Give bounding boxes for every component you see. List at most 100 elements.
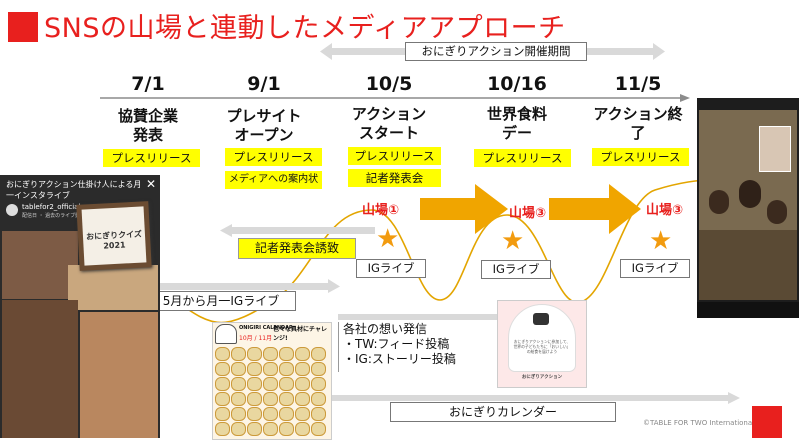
close-icon: ✕ <box>146 177 157 191</box>
media-invitation-badge: メディアへの案内状 <box>225 171 322 189</box>
press-release-badge: プレスリリース <box>474 149 571 167</box>
instagram-headline: おにぎりアクション仕掛け人による月一インスタライブ <box>6 180 142 200</box>
timeline-arrow <box>100 94 690 102</box>
orange-arrow-1 <box>420 184 508 234</box>
page-title: SNSの山場と連動したメディアアプローチ <box>44 13 566 44</box>
onigiri-sticker-icon <box>215 407 230 421</box>
corner-marker <box>752 406 782 438</box>
press-release-badge: プレスリリース <box>348 147 441 165</box>
calendar-subheading: 色々な具材にチャレンジ! <box>273 326 327 342</box>
onigiri-sticker-icon <box>311 377 326 391</box>
onigiri-sticker-icon <box>311 347 326 361</box>
onigiri-sticker-icon <box>295 347 310 361</box>
ig-live-label: IGライブ <box>481 260 551 279</box>
monthly-live-label: 5月から月一IGライブ <box>146 291 296 311</box>
press-release-badge: プレスリリース <box>592 148 689 166</box>
quiz-card: おにぎりクイズ 2021 <box>76 201 152 271</box>
avatar <box>6 204 18 216</box>
date-label: 10/16 <box>487 73 547 95</box>
event-label: アクション終 了 <box>593 105 683 142</box>
phone-nav-bar <box>697 302 799 318</box>
message-line: ・TW:フィード投稿 <box>343 337 450 351</box>
quiz-year: 2021 <box>103 240 126 251</box>
onigiri-sticker-icon <box>247 422 262 436</box>
onigiri-sticker-icon <box>295 407 310 421</box>
onigiri-sticker-icon <box>279 392 294 406</box>
onigiri-sticker-icon <box>247 392 262 406</box>
host-photo <box>2 231 78 299</box>
onigiri-sticker-icon <box>295 377 310 391</box>
onigiri-sticker-icon <box>279 407 294 421</box>
onigiri-sticker-icon <box>279 347 294 361</box>
host-photo <box>2 300 78 438</box>
press-release-badge: プレスリリース <box>225 148 322 166</box>
onigiri-sticker-icon <box>215 392 230 406</box>
onigiri-sticker-icon <box>231 362 246 376</box>
calendar-heading: ONIGIRI CALENDAR <box>239 325 293 331</box>
onigiri-calendar-image: ONIGIRI CALENDAR 色々な具材にチャレンジ! 10月 / 11月 <box>212 322 332 440</box>
onigiri-sticker-icon <box>231 392 246 406</box>
star-icon: ★ <box>501 226 525 256</box>
onigiri-sticker-icon <box>263 407 278 421</box>
onigiri-sticker-icon <box>263 422 278 436</box>
press-invite-label: 記者発表会誘致 <box>238 238 356 259</box>
orange-arrow-2 <box>549 184 641 234</box>
nori-icon <box>533 313 549 325</box>
calendar-months: 10月 / 11月 <box>239 335 273 342</box>
calendar-label: おにぎりカレンダー <box>390 402 616 422</box>
calendar-grid <box>215 347 329 437</box>
press-release-badge: プレスリリース <box>103 149 200 167</box>
onigiri-sticker-icon <box>295 422 310 436</box>
onigiri-sticker-icon <box>263 347 278 361</box>
onigiri-sticker-icon <box>247 377 262 391</box>
peak-label: 山場③ <box>646 203 684 218</box>
date-label: 10/5 <box>365 73 413 95</box>
onigiri-sticker-icon <box>279 377 294 391</box>
onigiri-sticker-icon <box>215 347 230 361</box>
onigiri-sticker-icon <box>311 422 326 436</box>
ig-live-label: IGライブ <box>620 259 690 278</box>
date-label: 11/5 <box>614 73 662 95</box>
message-arrow <box>338 314 498 320</box>
host-photo <box>80 312 158 438</box>
onigiri-sticker-icon <box>231 407 246 421</box>
event-label: 世界食料 デー <box>486 105 547 142</box>
video-call-screenshot <box>697 98 799 318</box>
onigiri-brand: おにぎりアクション <box>521 375 563 380</box>
onigiri-sticker-icon <box>231 422 246 436</box>
message-line: ・IG:ストーリー投稿 <box>343 352 456 366</box>
peak-label: 山場③ <box>509 206 547 221</box>
onigiri-icon <box>215 324 237 344</box>
campaign-period-label: おにぎりアクション開催期間 <box>405 42 587 61</box>
onigiri-sticker-icon <box>215 377 230 391</box>
instagram-sub: 配信日 ・ 過去のライブ動画 <box>22 213 86 219</box>
event-label: 協賛企業 発表 <box>117 107 178 144</box>
onigiri-sticker-icon <box>247 362 262 376</box>
calendar-arrow <box>330 392 740 404</box>
onigiri-sticker-icon <box>311 407 326 421</box>
press-invite-arrow <box>220 224 375 237</box>
onigiri-sticker-icon <box>231 377 246 391</box>
instagram-account: tablefor2_official <box>22 203 81 211</box>
onigiri-illustration: おにぎりアクションに参加して、世界の子どもたちに「おいしい」の給食を届けよう <box>508 304 576 372</box>
onigiri-sticker-icon <box>311 362 326 376</box>
onigiri-sticker-icon <box>215 422 230 436</box>
onigiri-character-card: おにぎりアクションに参加して、世界の子どもたちに「おいしい」の給食を届けよう お… <box>497 300 587 388</box>
onigiri-sticker-icon <box>279 362 294 376</box>
onigiri-sticker-icon <box>279 422 294 436</box>
press-conference-badge: 記者発表会 <box>348 169 441 187</box>
onigiri-text: おにぎりアクションに参加して、世界の子どもたちに「おいしい」の給食を届けよう <box>513 339 571 354</box>
onigiri-sticker-icon <box>215 362 230 376</box>
ig-live-label: IGライブ <box>356 259 426 278</box>
onigiri-sticker-icon <box>247 407 262 421</box>
onigiri-sticker-icon <box>263 362 278 376</box>
onigiri-sticker-icon <box>295 392 310 406</box>
onigiri-sticker-icon <box>247 347 262 361</box>
event-label: アクション スタート <box>351 105 427 142</box>
title-marker <box>8 12 38 42</box>
onigiri-sticker-icon <box>231 347 246 361</box>
peak-label: 山場① <box>362 203 400 218</box>
onigiri-sticker-icon <box>263 377 278 391</box>
date-label: 9/1 <box>247 73 281 95</box>
message-box: 各社の想い発信 ・TW:フィード投稿 ・IG:ストーリー投稿 <box>338 322 503 372</box>
